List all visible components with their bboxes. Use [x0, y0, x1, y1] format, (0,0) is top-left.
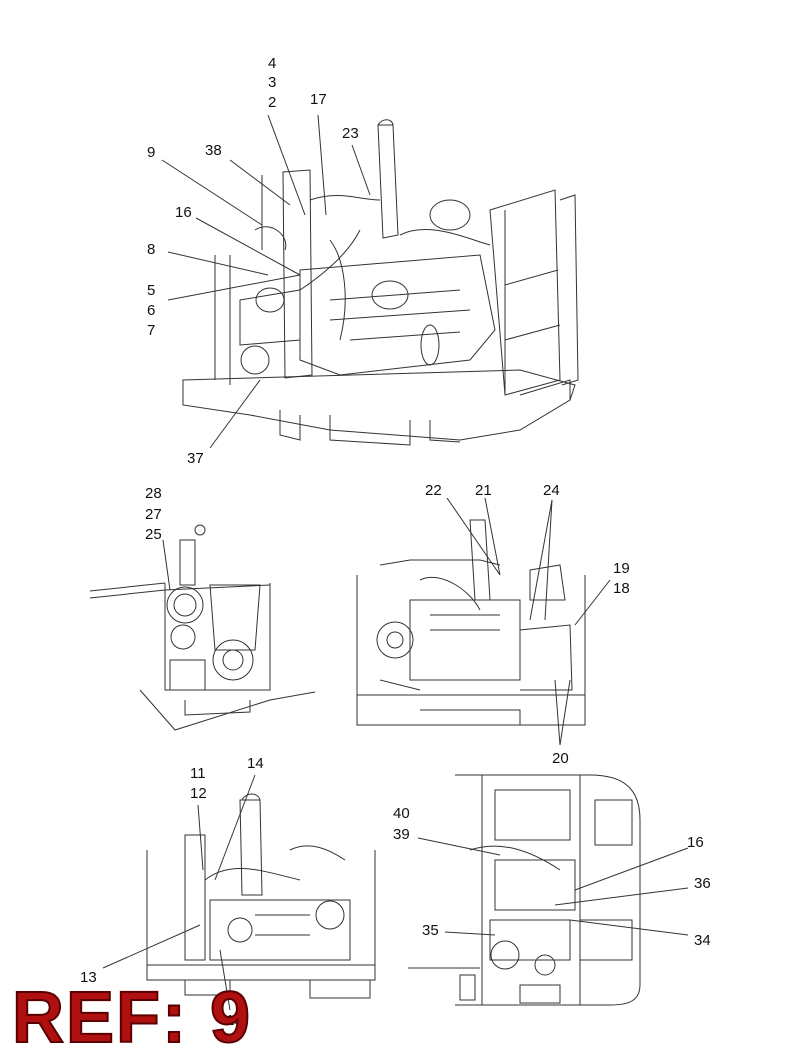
callout-label: 4 — [268, 55, 277, 72]
callout-label: 18 — [613, 580, 630, 597]
callout-label: 16 — [687, 834, 704, 851]
callout-label: 36 — [694, 875, 711, 892]
callout-label: 24 — [543, 482, 560, 499]
callout-label: 2 — [268, 94, 277, 111]
callout-label: 11 — [190, 765, 206, 782]
callout-label: 39 — [393, 826, 410, 843]
callout-label: 6 — [147, 302, 156, 319]
callout-label: 34 — [694, 932, 711, 949]
side-view-right-drawing — [103, 775, 375, 1010]
callout-label: 12 — [190, 785, 207, 802]
callout-label: 15 — [226, 1012, 243, 1029]
callout-label: 13 — [80, 969, 97, 986]
callout-label: 17 — [310, 91, 327, 108]
callout-label: 3 — [268, 74, 277, 91]
reference-label: REF: 9 — [11, 978, 253, 1058]
callout-label: 20 — [552, 750, 569, 767]
callout-label: 37 — [187, 450, 204, 467]
isometric-view-drawing — [162, 115, 578, 448]
callout-label: 7 — [147, 322, 156, 339]
callout-label: 25 — [145, 526, 162, 543]
end-view-drawing — [90, 525, 315, 730]
callout-label: 9 — [147, 144, 156, 161]
callout-label: 16 — [175, 204, 192, 221]
callout-label: 40 — [393, 805, 410, 822]
callout-label: 28 — [145, 485, 162, 502]
callout-label: 27 — [145, 506, 162, 523]
top-view-drawing — [408, 775, 688, 1005]
callout-label: 38 — [205, 142, 222, 159]
callout-label: 35 — [422, 922, 439, 939]
callout-label: 19 — [613, 560, 630, 577]
callout-label: 21 — [475, 482, 492, 499]
callout-label: 23 — [342, 125, 359, 142]
callout-label: 8 — [147, 241, 156, 258]
callout-label: 14 — [247, 755, 264, 772]
side-view-left-drawing — [357, 498, 610, 745]
callout-label: 22 — [425, 482, 442, 499]
callout-label: 5 — [147, 282, 156, 299]
